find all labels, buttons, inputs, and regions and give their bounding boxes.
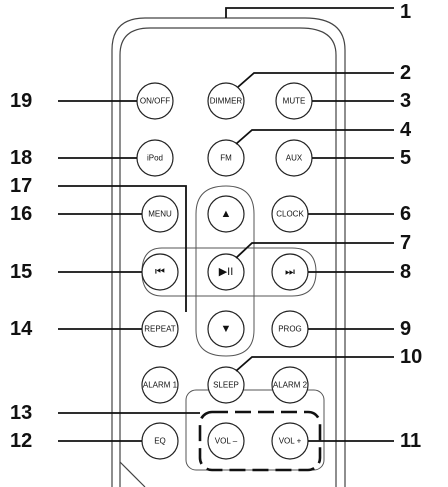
callout-number-12: 12	[10, 430, 32, 452]
fm-button[interactable]: FM	[207, 139, 245, 177]
alarm-1-button[interactable]: ALARM 1	[141, 366, 179, 404]
svg-text:FM: FM	[220, 154, 232, 163]
svg-text:ON/OFF: ON/OFF	[140, 97, 170, 106]
remote-body	[111, 17, 346, 487]
svg-text:VOL +: VOL +	[279, 437, 302, 446]
svg-text:AUX: AUX	[286, 154, 303, 163]
down-button[interactable]: ▼	[207, 310, 245, 348]
callout-number-2: 2	[400, 62, 411, 84]
on-off-button[interactable]: ON/OFF	[136, 82, 174, 120]
vol-plus-button[interactable]: VOL +	[271, 422, 309, 460]
callout-number-8: 8	[400, 261, 411, 283]
repeat-button[interactable]: REPEAT	[141, 310, 179, 348]
ipod-button[interactable]: iPod	[136, 139, 174, 177]
sleep-button[interactable]: SLEEP	[207, 366, 245, 404]
dimmer-button[interactable]: DIMMER	[207, 82, 245, 120]
svg-text:VOL –: VOL –	[215, 437, 238, 446]
callout-number-17: 17	[10, 175, 32, 197]
callout-number-11: 11	[400, 430, 421, 452]
svg-text:SLEEP: SLEEP	[213, 381, 239, 390]
svg-text:MENU: MENU	[148, 210, 172, 219]
alarm-2-button[interactable]: ALARM 2	[271, 366, 309, 404]
callout-number-3: 3	[400, 90, 411, 112]
eq-button[interactable]: EQ	[141, 422, 179, 460]
callout-number-7: 7	[400, 232, 411, 254]
svg-text:ALARM 2: ALARM 2	[273, 381, 308, 390]
volume-highlight-box	[198, 410, 322, 472]
play-pause-button[interactable]: ▶II	[207, 253, 245, 291]
svg-text:iPod: iPod	[147, 154, 163, 163]
svg-text:MUTE: MUTE	[283, 97, 306, 106]
svg-text:PROG: PROG	[278, 325, 302, 334]
prog-button[interactable]: PROG	[271, 310, 309, 348]
callout-number-1: 1	[400, 1, 411, 23]
callout-number-4: 4	[400, 119, 412, 141]
clock-button[interactable]: CLOCK	[271, 195, 309, 233]
svg-text:CLOCK: CLOCK	[276, 210, 304, 219]
next-button[interactable]: ⏭	[271, 253, 309, 291]
svg-text:EQ: EQ	[154, 437, 166, 446]
callout-number-10: 10	[400, 346, 422, 368]
svg-text:REPEAT: REPEAT	[144, 325, 176, 334]
up-button[interactable]: ▲	[207, 195, 245, 233]
callout-lines	[58, 7, 394, 442]
aux-button[interactable]: AUX	[275, 139, 313, 177]
svg-text:DIMMER: DIMMER	[210, 97, 243, 106]
callout-numbers: 1 2 3 4 5 6 7 8 9 10 11 12 13 14 15 16 1…	[10, 1, 422, 452]
callout-number-16: 16	[10, 203, 32, 225]
callout-number-18: 18	[10, 147, 32, 169]
callout-number-13: 13	[10, 402, 32, 424]
callout-number-5: 5	[400, 147, 411, 169]
callout-number-9: 9	[400, 318, 411, 340]
play-pause-icon: ▶II	[219, 266, 234, 278]
down-arrow-icon: ▼	[221, 323, 232, 335]
callout-number-14: 14	[10, 318, 33, 340]
skip-forward-icon: ⏭	[285, 266, 295, 278]
menu-button[interactable]: MENU	[141, 195, 179, 233]
svg-text:ALARM 1: ALARM 1	[143, 381, 178, 390]
callout-number-19: 19	[10, 90, 32, 112]
callout-number-6: 6	[400, 203, 411, 225]
mute-button[interactable]: MUTE	[275, 82, 313, 120]
callout-number-15: 15	[10, 261, 32, 283]
skip-back-icon: ⏮	[155, 266, 165, 278]
previous-button[interactable]: ⏮	[141, 253, 179, 291]
up-arrow-icon: ▲	[221, 208, 232, 220]
vol-minus-button[interactable]: VOL –	[207, 422, 245, 460]
